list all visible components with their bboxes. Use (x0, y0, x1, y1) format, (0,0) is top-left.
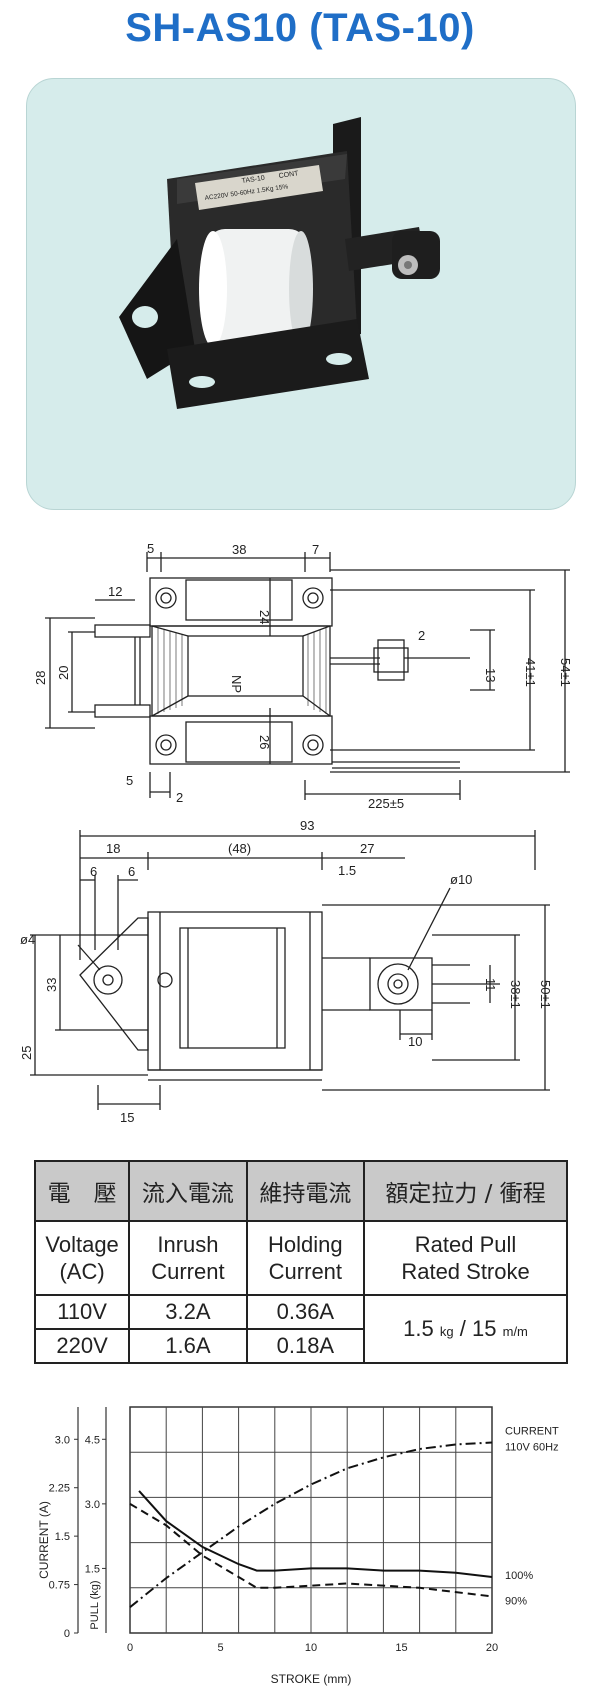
inrush-cell: 3.2A (128, 1294, 248, 1330)
table-row: 220V 1.6A 0.18A (33, 1328, 567, 1364)
current-tick-label: 0.75 (49, 1580, 70, 1592)
dim-2a: 2 (418, 628, 425, 643)
dim-20: 20 (56, 666, 71, 680)
dim-25: 25 (19, 1046, 34, 1060)
rated-cell: 1.5 kg / 15 m/m (363, 1294, 568, 1364)
nameplate-line1: TAS-10 (241, 175, 265, 185)
dim-26: 26 (257, 735, 272, 749)
dim-93: 93 (300, 818, 314, 833)
holding-cell: 0.18A (245, 1328, 366, 1364)
dim-48: (48) (228, 841, 251, 856)
table-row: 110V 3.2A 0.36A 1.5 kg / 15 m/m (33, 1294, 568, 1364)
technical-drawing: 5 38 7 12 24 2 28 20 13 41±1 54±1 NP 26 … (19, 541, 573, 1125)
x-tick-label: 10 (305, 1642, 317, 1654)
header-zh-holding: 維持電流 (245, 1160, 366, 1222)
dim-27: 27 (360, 841, 374, 856)
dim-24: 24 (257, 610, 272, 624)
page-title: SH-AS10 (TAS-10) (125, 6, 475, 50)
pull-axis-label: PULL (kg) (89, 1580, 101, 1629)
dim-1-5: 1.5 (338, 863, 356, 878)
dim-7: 7 (312, 542, 319, 557)
header-zh-voltage: 電 壓 (33, 1160, 131, 1222)
current-tick-label: 3.0 (55, 1434, 70, 1446)
current-tick-label: 1.5 (55, 1531, 70, 1543)
current-tick-label: 0 (64, 1628, 70, 1640)
holding-cell: 0.36A (245, 1294, 366, 1330)
dim-28: 28 (33, 671, 48, 685)
dim-15: 15 (120, 1110, 134, 1125)
pull-tick-label: 1.5 (85, 1563, 100, 1575)
dim-5b: 5 (126, 773, 133, 788)
series-label-100: 100% (505, 1570, 533, 1582)
series-line-2 (129, 1502, 493, 1598)
series-label-90: 90% (505, 1595, 527, 1607)
solenoid-photo: TAS-10 CONT AC220V 50-60Hz 1.5Kg 15% (119, 117, 440, 409)
current-tick-label: 2.25 (49, 1483, 70, 1495)
dim-11: 11 (483, 978, 498, 992)
voltage-cell: 110V (33, 1294, 131, 1330)
dim-phi4: ø4 (20, 932, 35, 947)
dim-50pm: 50±1 (538, 980, 553, 1009)
x-tick-label: 0 (127, 1642, 133, 1654)
dim-225: 225±5 (368, 796, 404, 811)
current-axis-label: CURRENT (A) (37, 1501, 51, 1579)
series-line-1 (138, 1490, 493, 1579)
dim-10: 10 (408, 1034, 422, 1049)
annotation-freq: 110V 60Hz (505, 1442, 559, 1454)
x-tick-label: 20 (486, 1642, 498, 1654)
dim-12: 12 (108, 584, 122, 599)
x-tick-label: 15 (395, 1642, 407, 1654)
header-zh-rated: 額定拉力 / 衝程 (363, 1160, 568, 1222)
series-line-0 (129, 1441, 493, 1608)
dim-6b: 6 (128, 864, 135, 879)
dim-6a: 6 (90, 864, 97, 879)
dim-phi10: ø10 (450, 872, 472, 887)
nameplate-line1b: CONT (278, 170, 299, 180)
pull-tick-label: 3.0 (85, 1499, 100, 1511)
dim-18: 18 (106, 841, 120, 856)
dim-2b: 2 (176, 790, 183, 805)
pull-tick-label: 4.5 (85, 1434, 100, 1446)
header-zh-inrush: 流入電流 (128, 1160, 248, 1222)
dim-13: 13 (483, 668, 498, 682)
header-en-voltage: Voltage(AC) (33, 1220, 131, 1296)
spec-table: 電 壓 流入電流 維持電流 額定拉力 / 衝程 Voltage(AC) Inru… (33, 1160, 568, 1364)
annotation-current: CURRENT (505, 1426, 559, 1438)
dim-33: 33 (44, 978, 59, 992)
voltage-cell: 220V (33, 1328, 131, 1364)
dim-41: 41±1 (523, 658, 538, 687)
dim-38pm: 38±1 (508, 980, 523, 1009)
nameplate (195, 165, 323, 210)
dim-38: 38 (232, 542, 246, 557)
x-axis-label: STROKE (mm) (271, 1672, 352, 1686)
dim-54: 54±1 (558, 658, 573, 687)
dim-5: 5 (147, 541, 154, 556)
x-tick-label: 5 (217, 1642, 223, 1654)
np-label: NP (229, 675, 244, 693)
inrush-cell: 1.6A (128, 1328, 248, 1364)
product-photo-panel: TAS-10 CONT AC220V 50-60Hz 1.5Kg 15% (26, 78, 576, 510)
